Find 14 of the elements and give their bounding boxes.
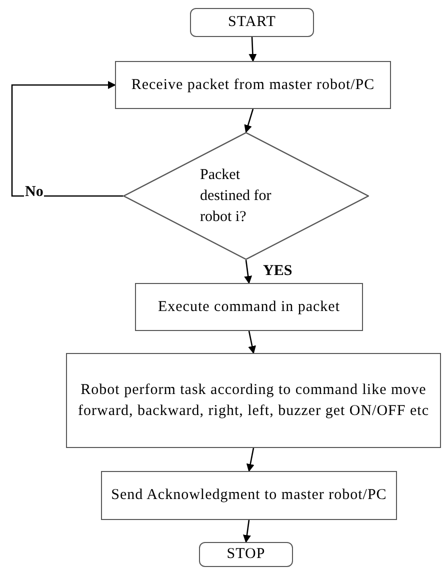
arrow bbox=[11, 81, 123, 197]
terminal-box: START bbox=[190, 8, 314, 37]
process-box: Receive packet from master robot/PC bbox=[115, 61, 391, 109]
process-box: Execute command in packet bbox=[135, 283, 363, 331]
decision-text: Packet destined for robot i? bbox=[200, 166, 272, 226]
process-box: Send Acknowledgment to master robot/PC bbox=[101, 471, 397, 520]
arrow bbox=[246, 448, 254, 472]
arrow bbox=[244, 108, 254, 133]
arrow bbox=[244, 260, 252, 284]
arrow bbox=[248, 330, 256, 354]
process-box: Robot perform task according to command like move forward, backward, right, left, buzzer get ON/OFF etc bbox=[66, 353, 441, 448]
arrow bbox=[248, 36, 257, 62]
terminal-box: STOP bbox=[199, 542, 293, 567]
arrow bbox=[242, 520, 251, 543]
